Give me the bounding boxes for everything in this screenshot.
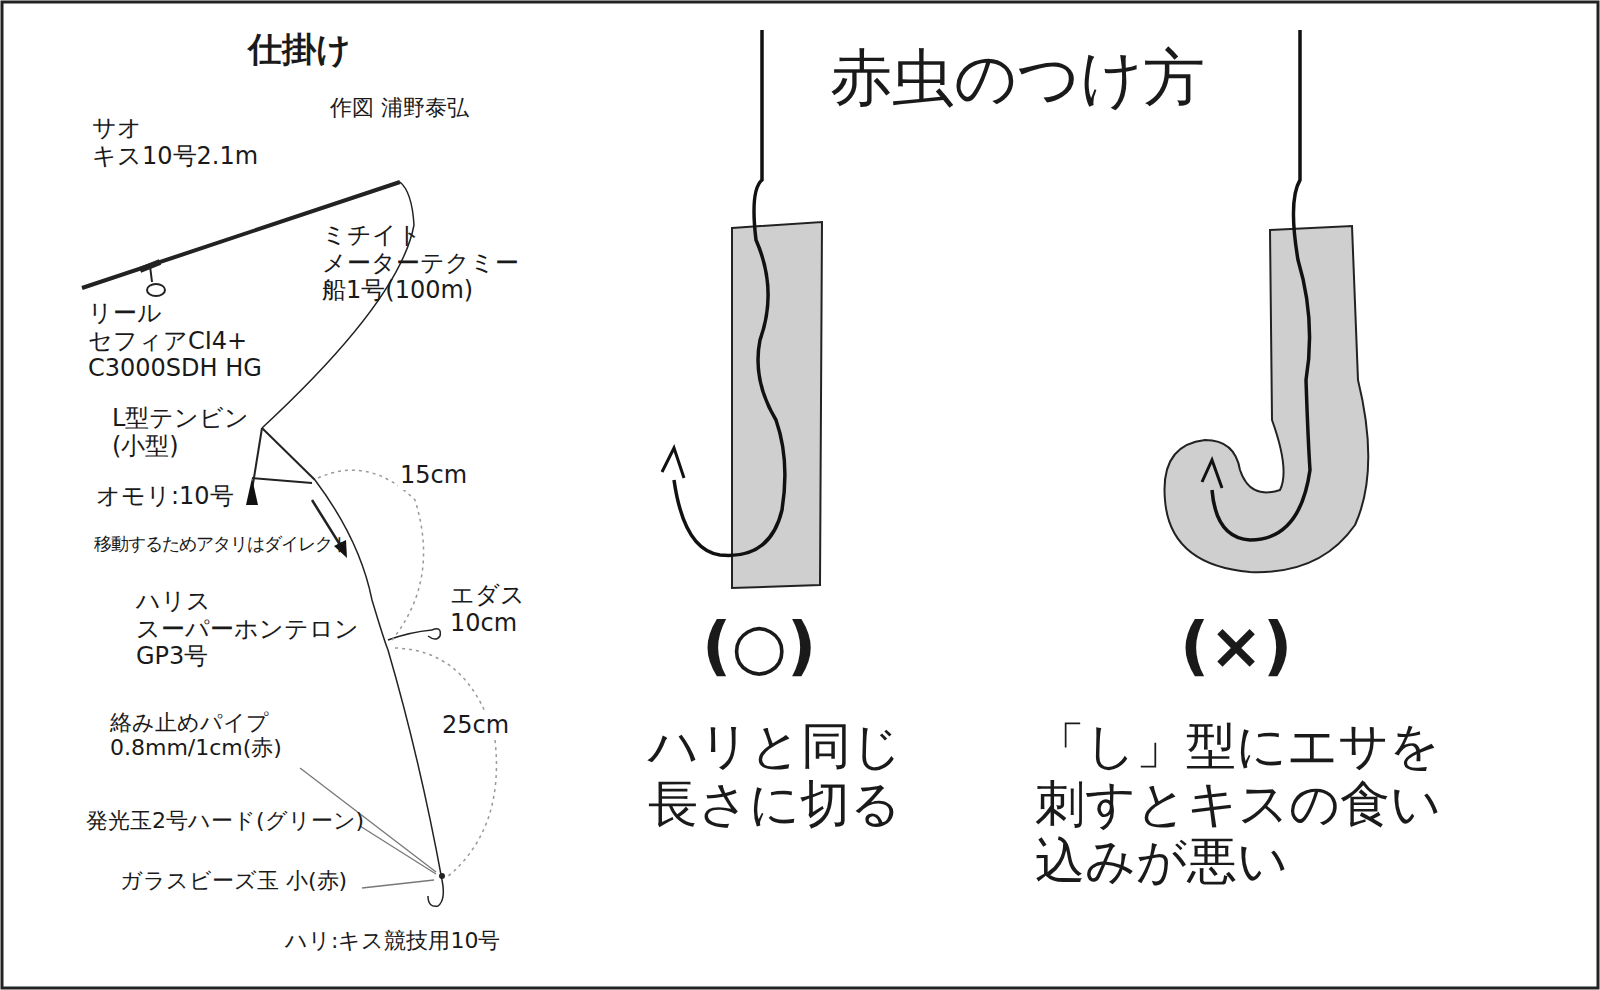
mark-good: (○) (702, 610, 816, 684)
dimension-arc (395, 648, 496, 878)
part-label: ハリ:キス競技用10号 (285, 928, 500, 953)
barb (1202, 460, 1222, 488)
hook (428, 880, 443, 906)
bait-bad (1165, 226, 1369, 572)
branch (388, 630, 432, 640)
dimension: 15cm (398, 462, 469, 490)
note: 移動するためアタリはダイレクト (94, 534, 349, 555)
dimension: エダス 10cm (450, 582, 525, 637)
diagram-title: 仕掛け (248, 30, 351, 69)
part-label: オモリ:10号 (96, 483, 234, 511)
part-label: ミチイト メーターテクミー 船1号(100m) (322, 222, 519, 305)
part-label: 発光玉2号ハード(グリーン) (86, 808, 364, 833)
credit: 作図 浦野泰弘 (330, 95, 469, 120)
dimension: 25cm (440, 712, 511, 740)
part-label: リール セフィアCI4+ C3000SDH HG (88, 300, 293, 383)
note: 「し」型にエサを 刺すとキスの食い 込みが悪い (1035, 718, 1441, 891)
reel (147, 266, 165, 296)
part-label: ガラスビーズ玉 小(赤) (120, 868, 347, 893)
barb (662, 448, 684, 478)
hook-bad (1212, 30, 1310, 540)
tenbin (252, 428, 315, 490)
part-label: サオ キス10号2.1m (92, 115, 258, 170)
branch-hook (428, 629, 440, 639)
bait-good (732, 222, 822, 588)
dimension-arc (318, 470, 424, 640)
beads (439, 873, 445, 879)
part-label: L型テンビン (小型) (112, 405, 249, 460)
hook-good (674, 30, 785, 555)
mark-bad: (×) (1180, 610, 1292, 684)
part-label: ハリス スーパーホンテロン GP3号 (136, 588, 359, 671)
note: ハリと同じ 長さに切る (648, 718, 902, 833)
part-label: 絡み止めパイプ 0.8mm/1cm(赤) (110, 710, 282, 761)
section-title: 赤虫のつけ方 (830, 42, 1205, 113)
sinker (246, 478, 258, 505)
